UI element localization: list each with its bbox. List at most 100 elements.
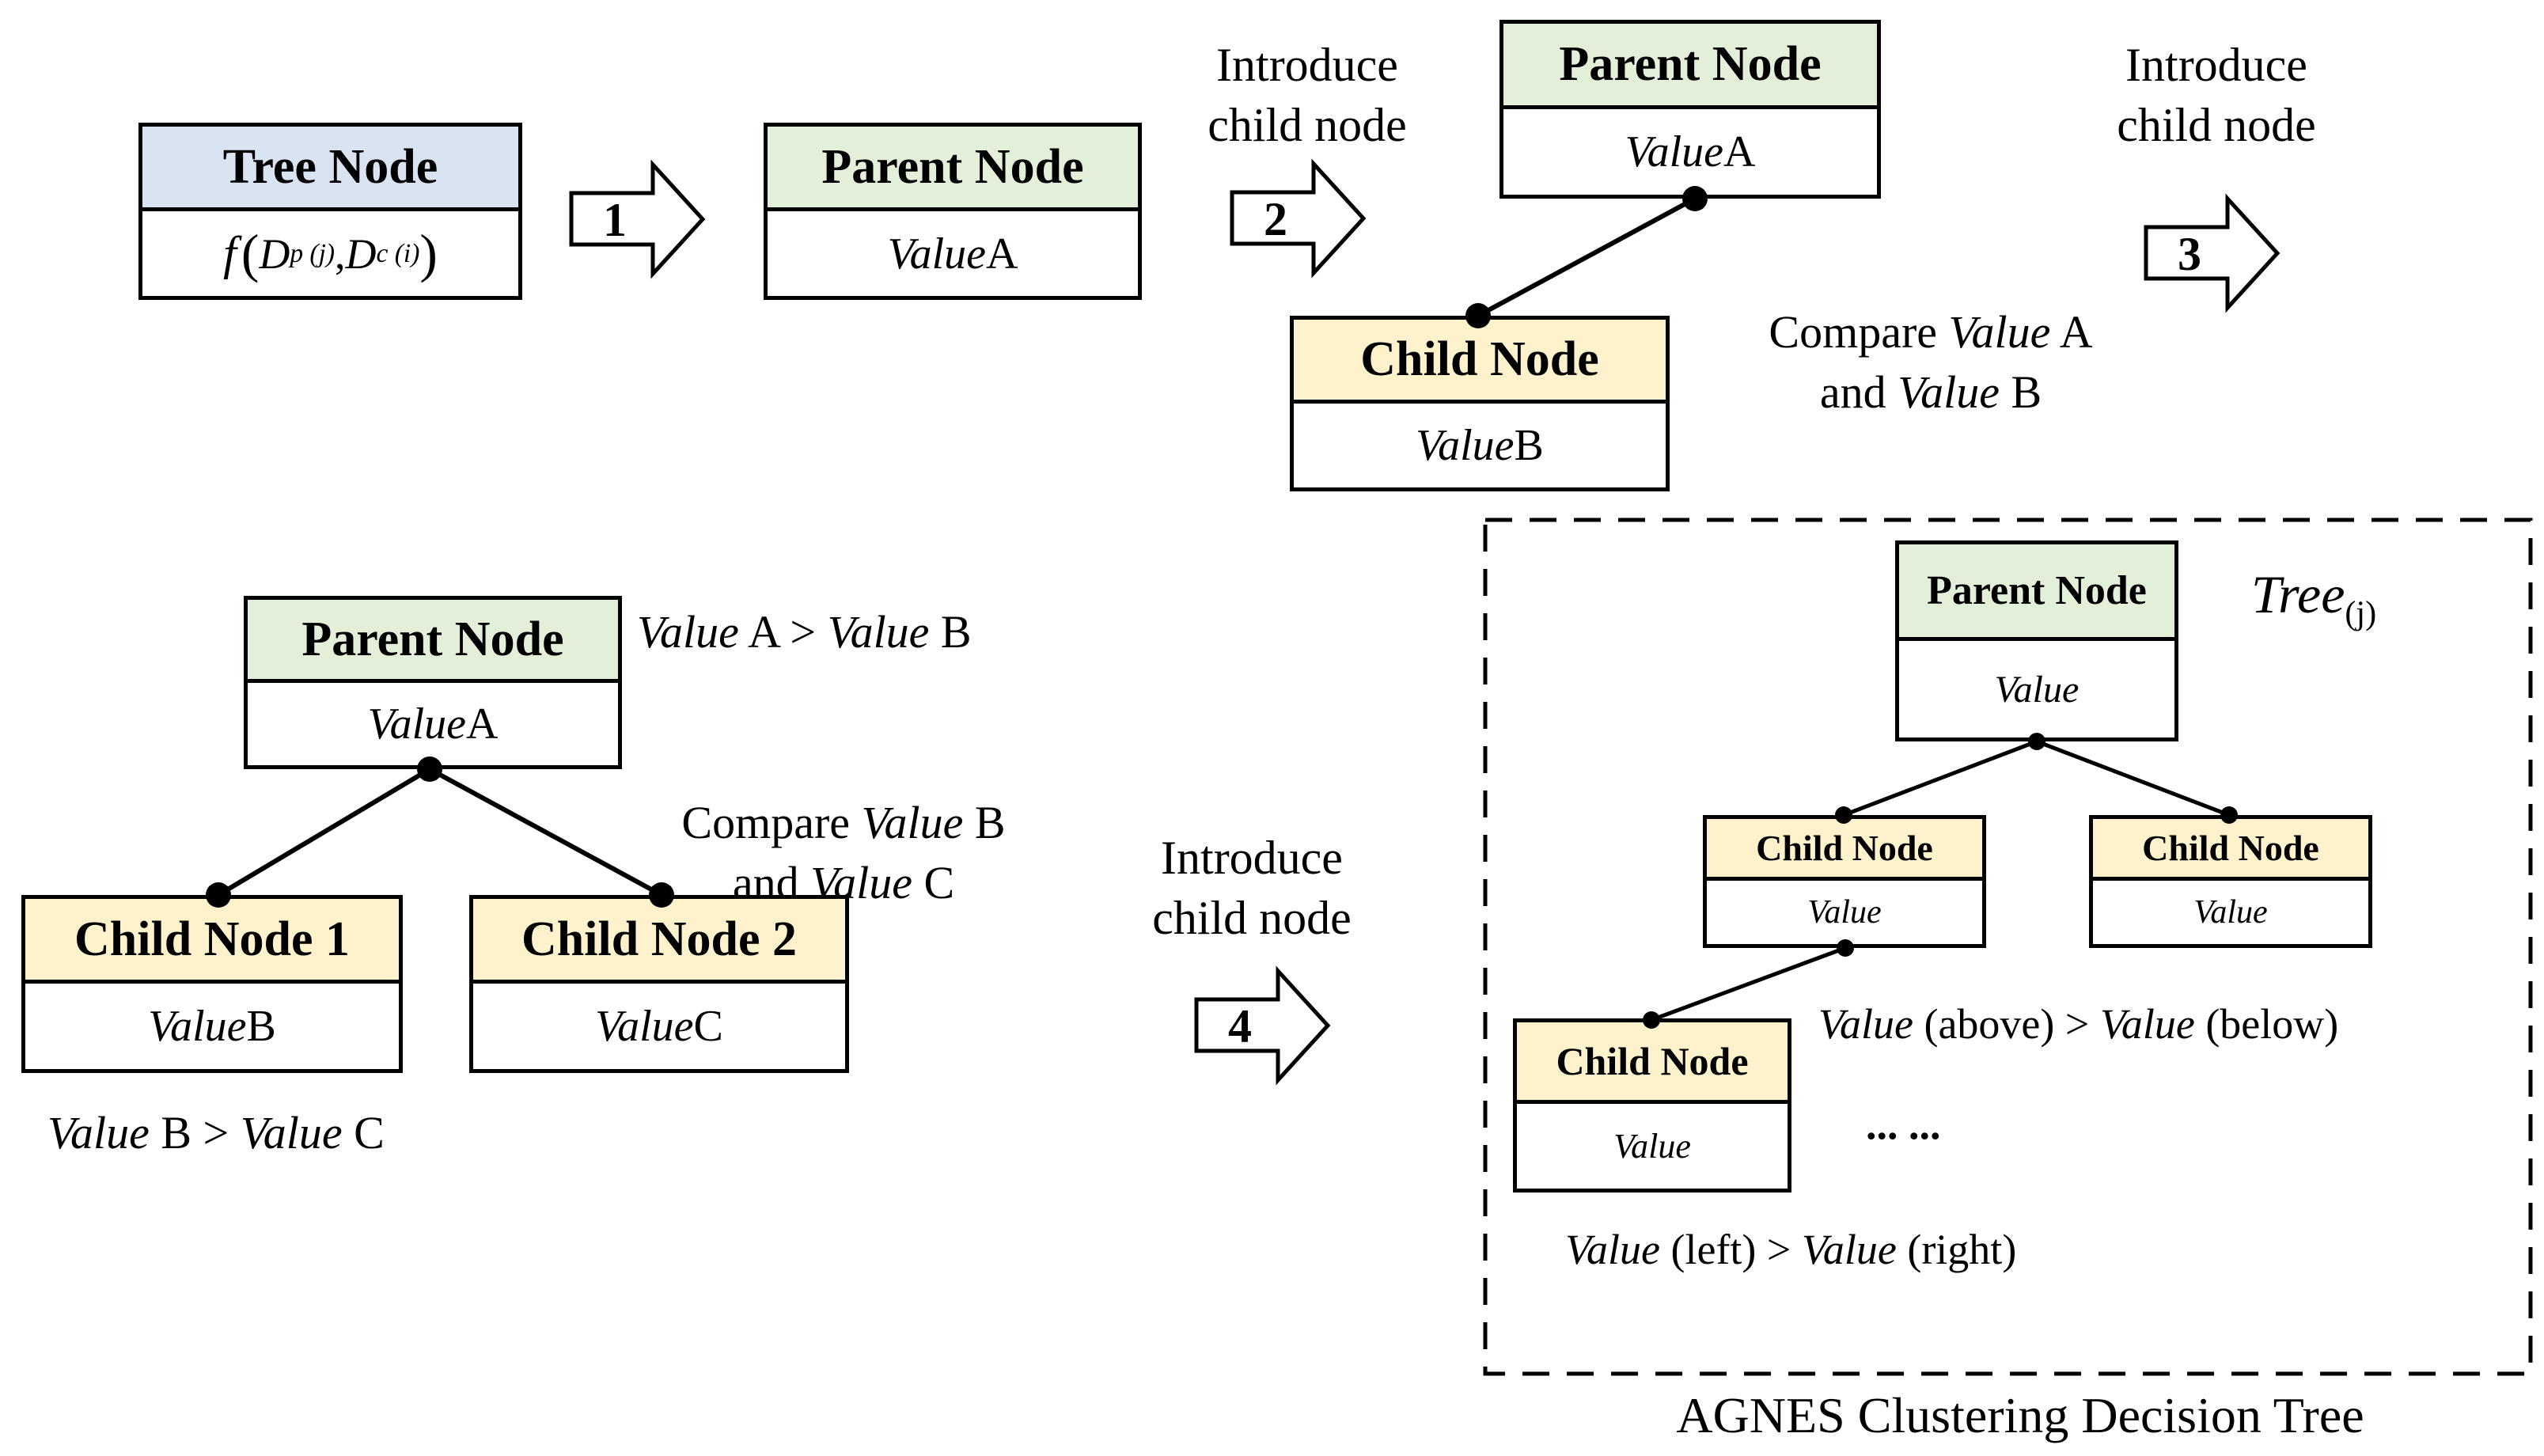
child-node-2-header: Child Node 2 (473, 899, 845, 984)
edge-agnes-left-bottom (1651, 946, 1846, 1022)
text-run: Value (1801, 1226, 1897, 1273)
agnes-caption-text: AGNES Clustering Decision Tree (1676, 1387, 2364, 1443)
parent-node-step2-header: Parent Node (1503, 24, 1877, 109)
formula-sub1: p (j) (290, 238, 336, 268)
text-run: Value (1565, 1226, 1660, 1273)
value-word: Value (887, 229, 986, 279)
text-run: (right) (1896, 1226, 2017, 1273)
introduce-line2: child node (2117, 99, 2316, 151)
agnes-child-bottom-title: Child Node (1556, 1039, 1749, 1083)
introduce-line2: child node (1152, 892, 1352, 944)
child-node-2-box: Child Node 2 Value C (469, 895, 849, 1073)
value-b-gt-c-label: Value B > Value C (47, 1106, 385, 1159)
edge-agnes-parent-left (1843, 739, 2038, 817)
text-run: A > (738, 606, 828, 658)
text-run: Value (1818, 1000, 1913, 1048)
child-node-1-title: Child Node 1 (74, 912, 350, 966)
text-run: Value (240, 1107, 343, 1158)
text-run: (below) (2194, 1000, 2339, 1048)
text-run: B > (149, 1107, 241, 1158)
step-arrow-1-number: 1 (603, 194, 627, 246)
agnes-child-bottom-value: Value (1517, 1104, 1788, 1189)
agnes-child-right-header: Child Node (2093, 819, 2368, 881)
formula-comma: , (335, 229, 346, 278)
value-letter: B (1514, 421, 1544, 470)
value-a-gt-b-label: Value A > Value B (637, 605, 972, 658)
parent-node-step3-header: Parent Node (248, 600, 618, 683)
ellipsis-label: ... ... (1866, 1100, 1941, 1149)
child-node-2-value: Value C (473, 984, 845, 1069)
ellipsis-text: ... ... (1866, 1101, 1941, 1148)
agnes-child-bottom-box: Child Node Value (1513, 1018, 1791, 1192)
parent-node-step3-title: Parent Node (301, 612, 564, 666)
agnes-parent-node-box: Parent Node Value (1895, 540, 2178, 741)
value-word: Value (2193, 894, 2268, 931)
value-word: Value (1807, 894, 1882, 931)
introduce-label-step4: Introduce child node (1094, 828, 1410, 948)
value-left-right-label: Value (left) > Value (right) (1565, 1225, 2016, 1274)
parent-node-step2-value: Value A (1503, 109, 1877, 195)
agnes-child-right-value: Value (2093, 881, 2368, 944)
value-word: Value (148, 1002, 247, 1051)
agnes-child-left-header: Child Node (1707, 819, 1982, 881)
agnes-caption: AGNES Clustering Decision Tree (1621, 1386, 2420, 1445)
compare-bc-line1: Compare Value B (606, 793, 1081, 853)
parent-node-step2-title: Parent Node (1559, 37, 1822, 91)
text-run: Value (827, 606, 930, 658)
step-arrow-2-shape (1230, 158, 1367, 279)
child-node-step2-title: Child Node (1360, 332, 1599, 386)
tree-j-subscript: (j) (2345, 594, 2377, 632)
tree-node-header: Tree Node (142, 127, 518, 211)
parent-node-step1-header: Parent Node (768, 127, 1138, 211)
text-run: A (2050, 306, 2093, 358)
text-run: Value (861, 797, 964, 848)
value-letter: C (693, 1002, 723, 1051)
text-run: Compare (681, 797, 862, 848)
tree-j-label: Tree(j) (2251, 563, 2376, 633)
agnes-parent-node-header: Parent Node (1899, 544, 2174, 641)
text-run: C (912, 857, 955, 908)
value-word: Value (367, 700, 466, 749)
agnes-child-right-box: Child Node Value (2089, 815, 2372, 948)
text-run: (above) > (1913, 1000, 2100, 1048)
introduce-line2: child node (1208, 99, 1407, 151)
formula-d1: D (259, 229, 290, 278)
text-run: (left) > (1659, 1226, 1802, 1273)
step-arrow-3-number: 3 (2178, 228, 2201, 280)
text-run: and (1819, 366, 1898, 418)
formula-close-paren: ) (419, 223, 438, 283)
edge-parent2-childb (1477, 196, 1697, 318)
value-letter: A (1723, 127, 1756, 176)
agnes-child-left-title: Child Node (1756, 828, 1933, 868)
introduce-label-step3: Introduce child node (2058, 35, 2375, 155)
parent-node-step1-value: Value A (768, 211, 1138, 296)
agnes-child-right-title: Child Node (2142, 828, 2319, 868)
formula-d2: D (345, 229, 377, 278)
text-run: B (963, 797, 1006, 848)
introduce-line1: Introduce (1216, 39, 1398, 91)
step-arrow-1-shape (569, 159, 706, 279)
value-word: Value (1613, 1127, 1691, 1166)
formula-f: f (223, 227, 237, 279)
agnes-child-left-value: Value (1707, 881, 1982, 944)
parent-node-step1-title: Parent Node (821, 139, 1084, 194)
compare-ab-label: Compare Value A and Value B (1685, 302, 2176, 423)
text-run: Value (637, 606, 739, 658)
value-word: Value (595, 1002, 694, 1051)
compare-ab-line2: and Value B (1685, 362, 2176, 423)
step-arrow-3-shape (2144, 193, 2281, 313)
formula-sub2: c (i) (376, 238, 420, 268)
child-node-step2-box: Child Node Value B (1290, 316, 1670, 491)
step-arrow-4-shape (1194, 965, 1331, 1086)
text-run: C (342, 1107, 385, 1158)
step-arrow-4-number: 4 (1228, 1000, 1252, 1052)
value-letter: B (246, 1002, 276, 1051)
child-node-2-title: Child Node 2 (521, 912, 797, 966)
edge-parent3-child1 (217, 767, 431, 897)
value-word: Value (1625, 127, 1723, 176)
tree-node-title: Tree Node (222, 139, 438, 194)
edge-agnes-parent-right (2036, 739, 2230, 817)
parent-node-step3-value: Value A (248, 683, 618, 765)
